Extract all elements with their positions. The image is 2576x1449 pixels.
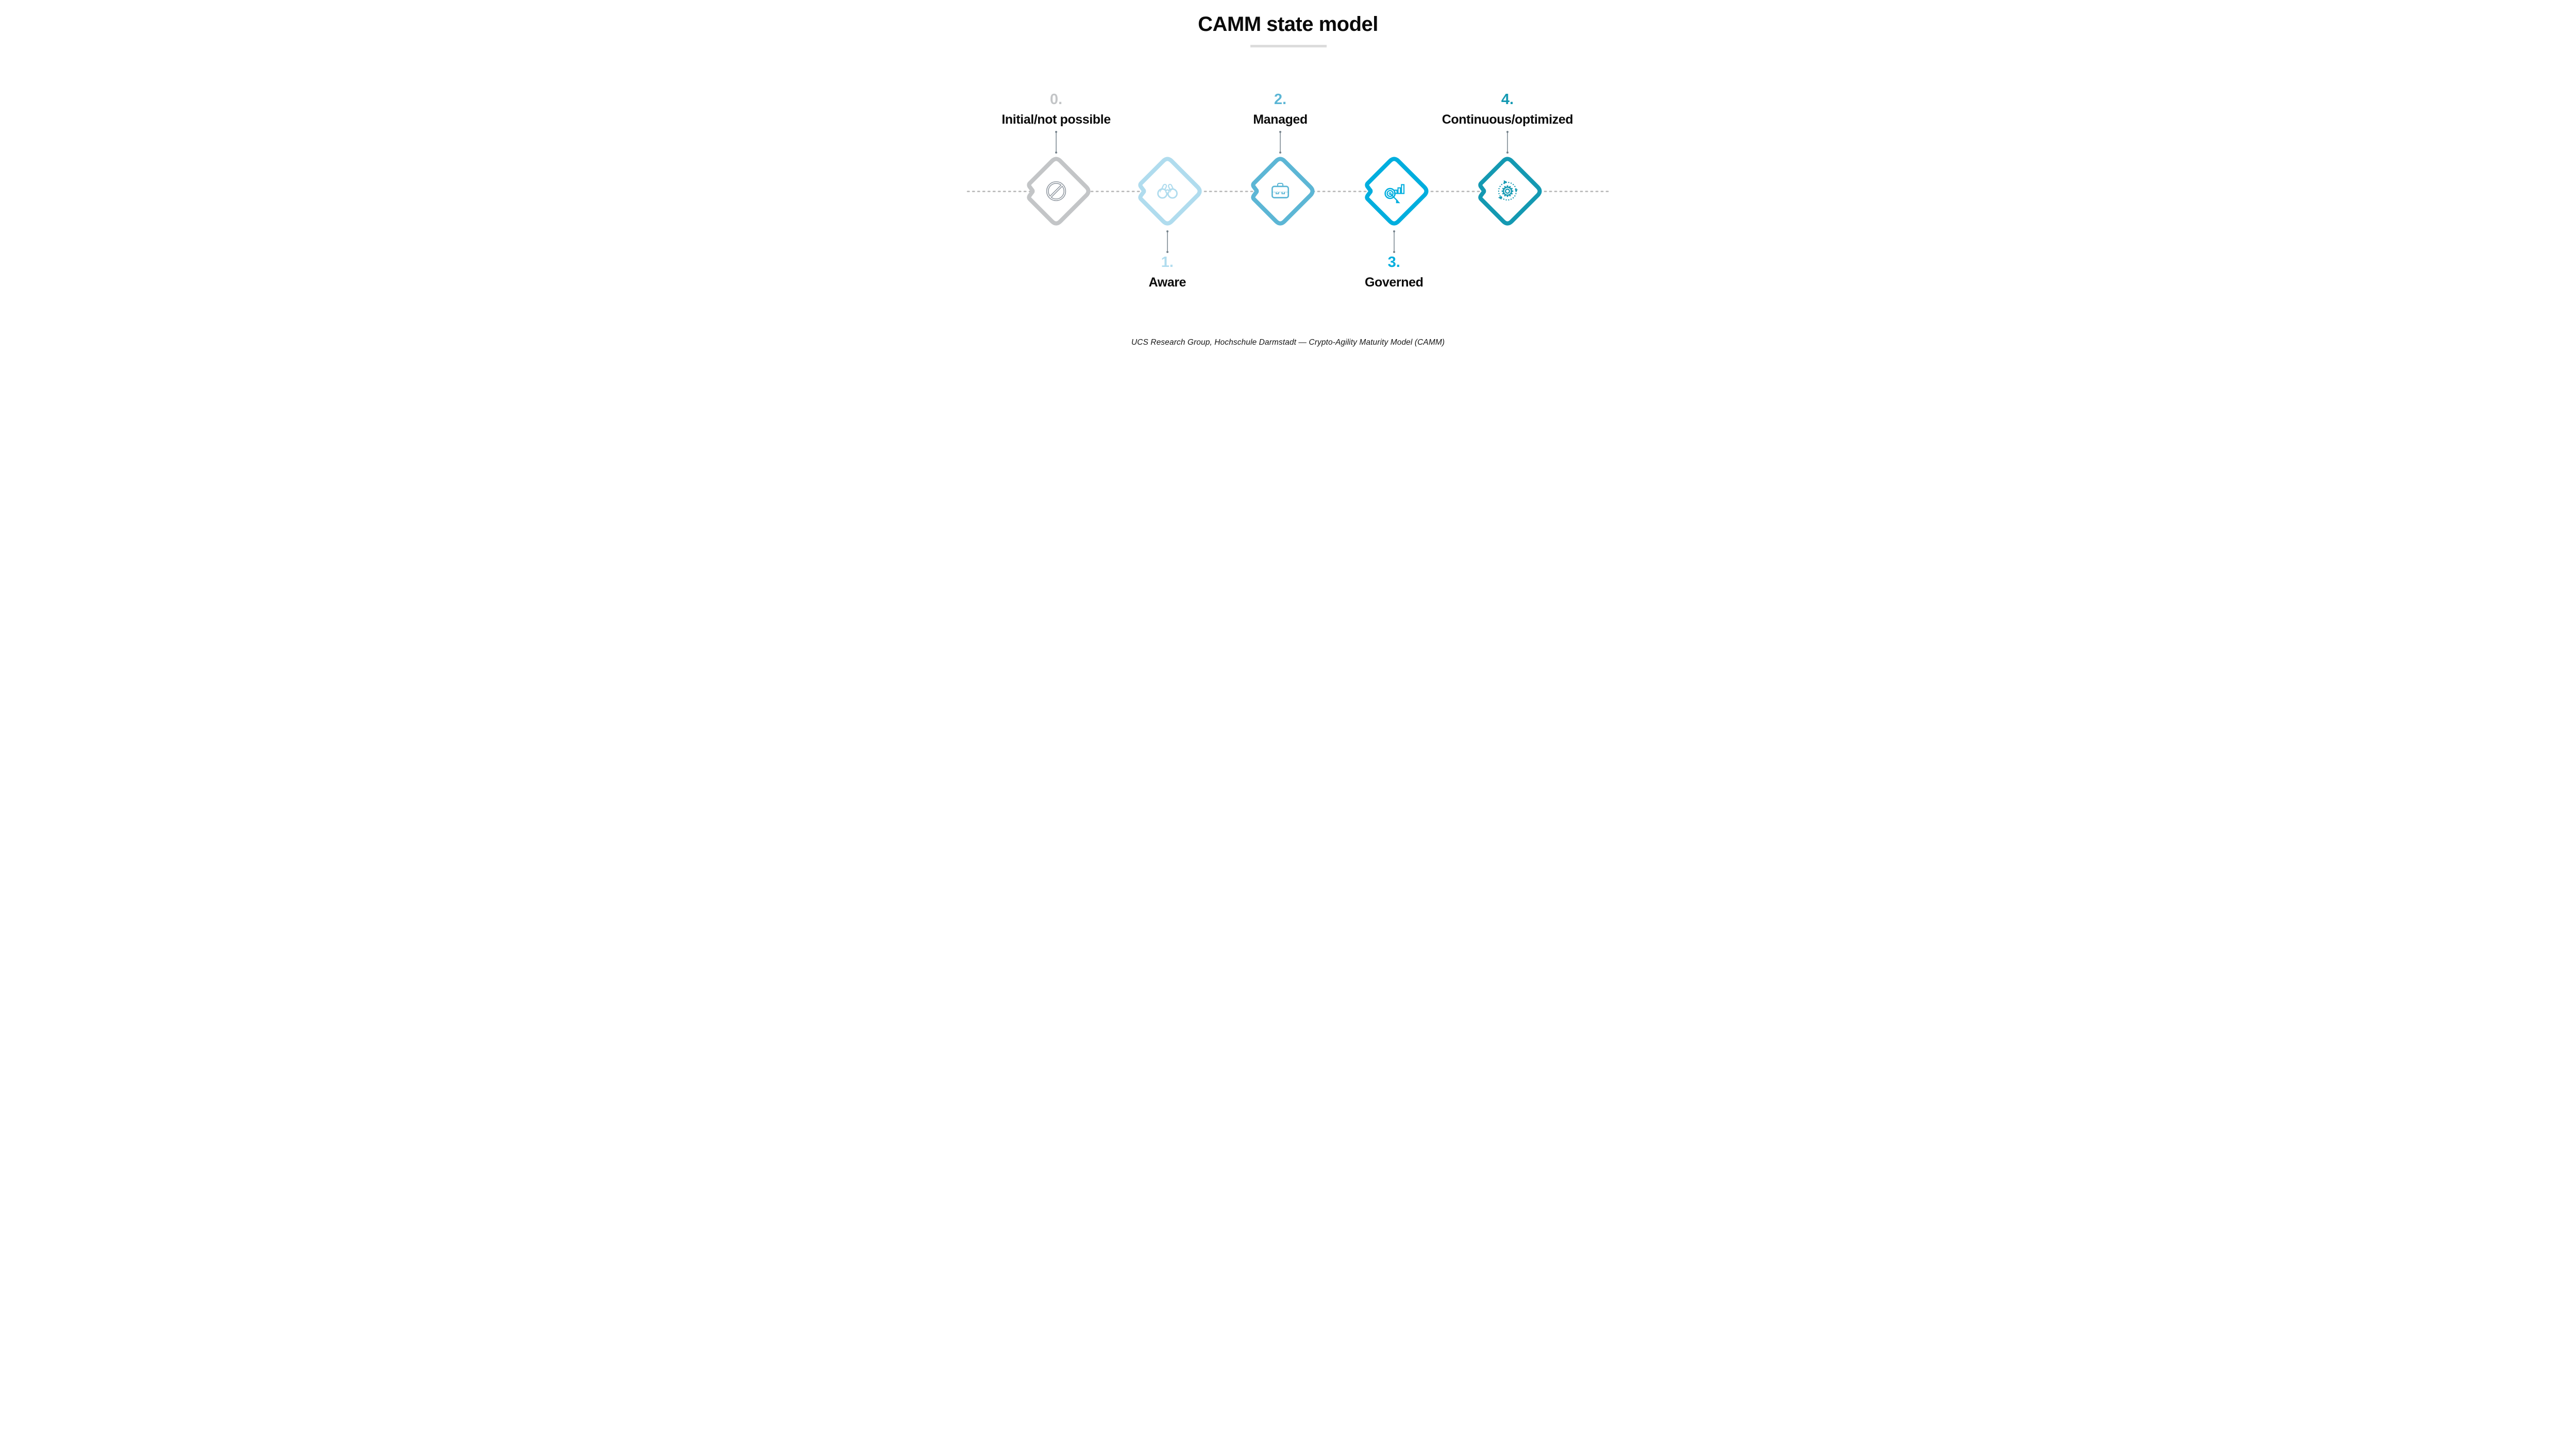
- stage-3-text: 3. Governed: [1301, 254, 1487, 290]
- binoculars-icon: [1157, 183, 1178, 199]
- stage-1-connector: [1166, 230, 1168, 253]
- stage-1-number: 1.: [1161, 254, 1174, 271]
- stage-4-number: 4.: [1501, 91, 1514, 108]
- stage-3-connector: [1393, 230, 1395, 253]
- stage-2-label: Managed: [1253, 112, 1308, 127]
- stage-0-number: 0.: [1049, 91, 1063, 108]
- source-caption: UCS Research Group, Hochschule Darmstadt…: [1131, 338, 1445, 347]
- stage-4-label: Continuous/optimized: [1442, 112, 1573, 127]
- stage-2-text: 2. Managed: [1188, 91, 1373, 127]
- stage-3-number: 3.: [1387, 254, 1400, 271]
- briefcase-icon: [1271, 182, 1290, 198]
- stage-0-label: Initial/not possible: [1002, 112, 1111, 127]
- stage-3-label: Governed: [1365, 275, 1423, 290]
- gear-rotation-icon: [1498, 180, 1518, 201]
- stage-4-text: 4. Continuous/optimized: [1415, 91, 1600, 127]
- stage-2-number: 2.: [1274, 91, 1287, 108]
- stage-0-connector: [1055, 131, 1058, 154]
- no-entry-icon: [1046, 181, 1066, 201]
- page-title: CAMM state model: [1198, 13, 1378, 36]
- title-underline: [1250, 45, 1327, 47]
- stage-2-diamond: [1251, 157, 1315, 226]
- camm-state-model-diagram: CAMM state model 0. Initial/not possible: [966, 0, 1610, 362]
- stage-0-text: 0. Initial/not possible: [966, 91, 1149, 127]
- stage-1-label: Aware: [1148, 275, 1187, 290]
- stage-0-diamond: [1027, 157, 1091, 226]
- stage-4-connector: [1506, 131, 1509, 154]
- stage-2-connector: [1279, 131, 1281, 154]
- stage-1-text: 1. Aware: [1075, 254, 1260, 290]
- target-growth-icon: [1384, 184, 1404, 203]
